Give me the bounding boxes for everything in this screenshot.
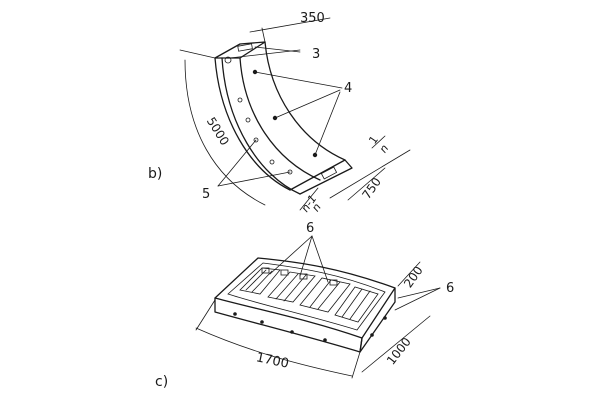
panel-side-face — [359, 287, 396, 353]
bolt-hole-2 — [237, 97, 243, 103]
dim-1700-ext-right — [351, 351, 361, 379]
panel-front-face — [214, 297, 363, 353]
dim-1700-arc — [195, 327, 353, 377]
embed-plate-3 — [299, 273, 308, 280]
leader-6-right-b — [397, 287, 441, 299]
fraction-n1-n-bar — [299, 187, 319, 211]
callout-6-right: 6 — [446, 281, 454, 296]
dim-1700-ext-left — [195, 299, 216, 331]
rib-line-4b — [349, 290, 371, 320]
rib-line-1b — [251, 270, 273, 293]
rib-line-4a — [341, 288, 363, 318]
rib-line-3b — [317, 281, 341, 310]
segment-top-end — [214, 41, 266, 59]
figure-c: 6 6 1700 1000 200 c) — [155, 221, 454, 390]
segment-bottom-end — [289, 159, 353, 195]
bolt-hole-5 — [269, 159, 275, 165]
segment-outer-arc-lower — [221, 57, 301, 195]
bolt-hole-1 — [224, 56, 232, 64]
dim-5000-ext-top — [179, 49, 216, 59]
dim-200-line — [397, 261, 421, 287]
figure-b: 350 5000 750 1 n n-1 n 3 4 5 b) — [148, 11, 411, 215]
leader-4-c — [314, 91, 341, 156]
leader-3-b — [254, 46, 301, 53]
segment-inner-arc — [264, 41, 346, 161]
rib-cell-4 — [334, 286, 379, 323]
dim-5000-arc — [184, 59, 266, 206]
embed-plate-2 — [280, 269, 289, 276]
dim-5000-label: 5000 — [204, 115, 232, 148]
side-hole-1 — [370, 333, 374, 337]
leader-6-b — [299, 235, 313, 277]
dim-350-label: 350 — [300, 11, 325, 26]
fraction-1-n-bar — [371, 135, 386, 149]
dim-200-label: 200 — [401, 264, 426, 291]
dim-750-label: 750 — [359, 175, 384, 202]
embed-plate-4 — [329, 279, 338, 286]
dim-350-line — [249, 17, 331, 33]
callout-5: 5 — [202, 187, 210, 202]
panel-top-outline — [214, 257, 396, 339]
leader-6-right-a — [394, 287, 441, 311]
panel-label-c: c) — [155, 374, 168, 390]
leader-6-c — [311, 235, 329, 283]
top-end-slot — [237, 43, 253, 52]
bottom-end-slot — [320, 166, 338, 180]
bolt-hole-3 — [245, 117, 251, 123]
segment-outer-arc — [214, 57, 291, 191]
callout-3: 3 — [312, 47, 320, 62]
front-hole-1 — [233, 312, 237, 316]
leader-5-b — [217, 171, 291, 187]
dim-750-line — [347, 167, 386, 201]
dim-350-ext — [261, 27, 266, 43]
leader-5-a — [217, 139, 257, 187]
rib-cell-1 — [239, 267, 281, 295]
leader-4-a — [254, 71, 343, 89]
panel-label-b: b) — [148, 166, 162, 182]
leader-6-a — [269, 235, 313, 275]
dim-1700-label: 1700 — [255, 350, 290, 372]
bolt-hole-4 — [253, 137, 259, 143]
dim-1000-label: 1000 — [384, 335, 414, 368]
leader-4-b — [274, 89, 341, 119]
segment-face-edge — [239, 57, 321, 181]
callout-4: 4 — [344, 81, 352, 96]
rib-line-2a — [275, 273, 299, 300]
dim-lower-ray — [329, 149, 411, 199]
dim-1000-line — [361, 315, 431, 373]
side-hole-2 — [383, 316, 387, 320]
fraction-1-n-bottom: n — [377, 142, 392, 155]
front-hole-2 — [260, 320, 264, 324]
rib-line-3a — [309, 279, 332, 308]
panel-inner-rim — [227, 262, 386, 331]
embed-plate-1 — [261, 267, 270, 274]
front-hole-3 — [290, 330, 294, 334]
front-hole-4 — [323, 338, 327, 342]
callout-6-top: 6 — [306, 221, 314, 236]
rib-cell-3 — [299, 277, 351, 313]
leader-3-a — [229, 49, 301, 59]
